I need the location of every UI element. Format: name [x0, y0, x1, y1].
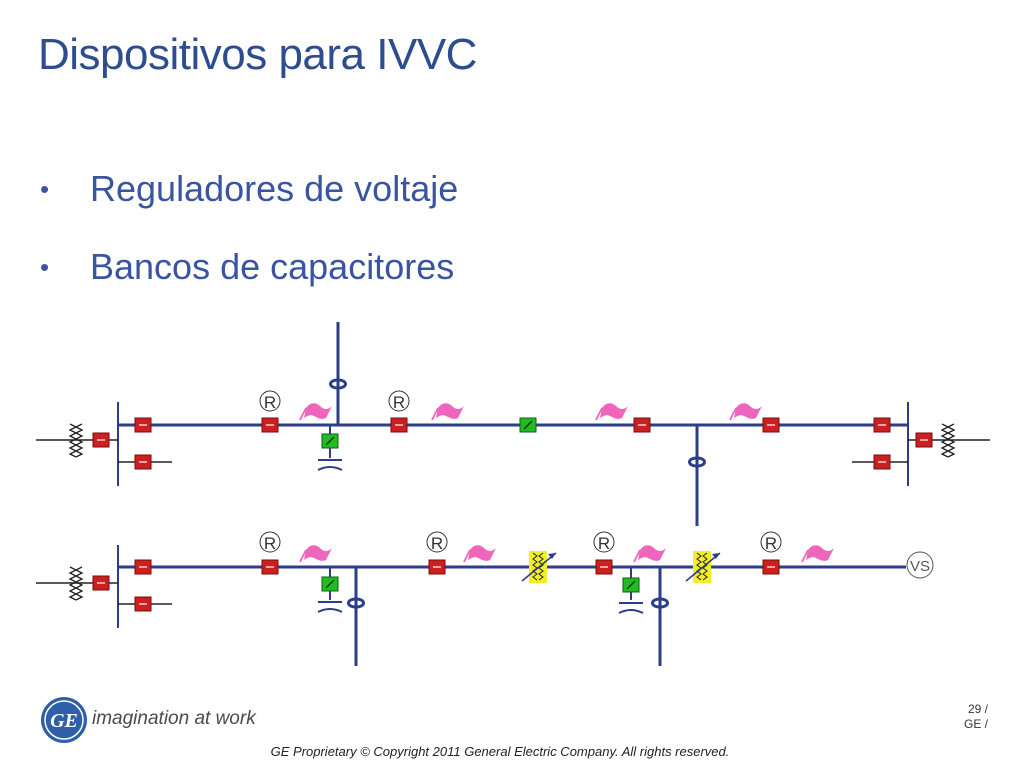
breaker-closed-icon: [622, 577, 640, 593]
slide-title: Dispositivos para IVVC: [38, 30, 477, 79]
feeder-diagram: R R R R R R: [36, 322, 990, 666]
breaker-closed-icon: [321, 576, 339, 592]
bullet-symbol: •: [40, 252, 50, 282]
logo-text: GE: [50, 710, 78, 732]
vs-label: VS: [910, 558, 930, 575]
bullet-item-capacitors: • Bancos de capacitores: [40, 228, 458, 306]
breaker-open-icon: [134, 596, 152, 612]
relay-label: R: [598, 534, 610, 553]
breaker-open-icon: [390, 417, 408, 433]
breaker-open-icon: [633, 417, 651, 433]
bullet-text: Bancos de capacitores: [90, 246, 455, 287]
copyright-footer: GE Proprietary © Copyright 2011 General …: [270, 744, 730, 759]
bullet-item-regulators: • Reguladores de voltaje: [40, 150, 458, 228]
page-number: 29 / GE /: [964, 702, 988, 732]
breaker-closed-icon: [519, 417, 537, 433]
breaker-open-icon: [134, 454, 152, 470]
breaker-open-icon: [92, 432, 110, 448]
relay-label: R: [264, 534, 276, 553]
flag-icon: [299, 402, 333, 421]
breaker-open-icon: [873, 417, 891, 433]
tagline: imagination at work: [92, 708, 256, 729]
page-number-text: 29 /: [967, 702, 988, 716]
flag-icon: [463, 544, 497, 563]
breaker-open-icon: [134, 417, 152, 433]
breaker-open-icon: [762, 417, 780, 433]
breaker-closed-icon: [321, 433, 339, 449]
top-feeder: R R: [36, 322, 990, 526]
relay-label: R: [393, 393, 405, 412]
breaker-open-icon: [134, 559, 152, 575]
breaker-open-icon: [428, 559, 446, 575]
breaker-open-icon: [595, 559, 613, 575]
relay-label: R: [765, 534, 777, 553]
ge-logo-icon: GE: [41, 697, 87, 743]
breaker-open-icon: [873, 454, 891, 470]
capacitor-icon: [618, 602, 644, 614]
relay-label: R: [431, 534, 443, 553]
breaker-open-icon: [762, 559, 780, 575]
breaker-open-icon: [261, 417, 279, 433]
bullet-symbol: •: [40, 174, 50, 204]
breaker-open-icon: [92, 575, 110, 591]
flag-icon: [595, 402, 629, 421]
flag-icon: [801, 544, 835, 563]
capacitor-icon: [317, 601, 343, 613]
breaker-open-icon: [915, 432, 933, 448]
capacitor-icon: [317, 459, 343, 471]
relay-label: R: [264, 393, 276, 412]
bullet-text: Reguladores de voltaje: [90, 168, 459, 209]
flag-icon: [299, 544, 333, 563]
flag-icon: [633, 544, 667, 563]
bottom-feeder: R R R R VS: [36, 531, 934, 666]
flag-icon: [431, 402, 465, 421]
page-sub-text: GE /: [963, 717, 988, 731]
bullet-list: • Reguladores de voltaje • Bancos de cap…: [40, 150, 458, 306]
breaker-open-icon: [261, 559, 279, 575]
flag-icon: [729, 402, 763, 421]
voltage-sensor-icon: [906, 551, 934, 579]
